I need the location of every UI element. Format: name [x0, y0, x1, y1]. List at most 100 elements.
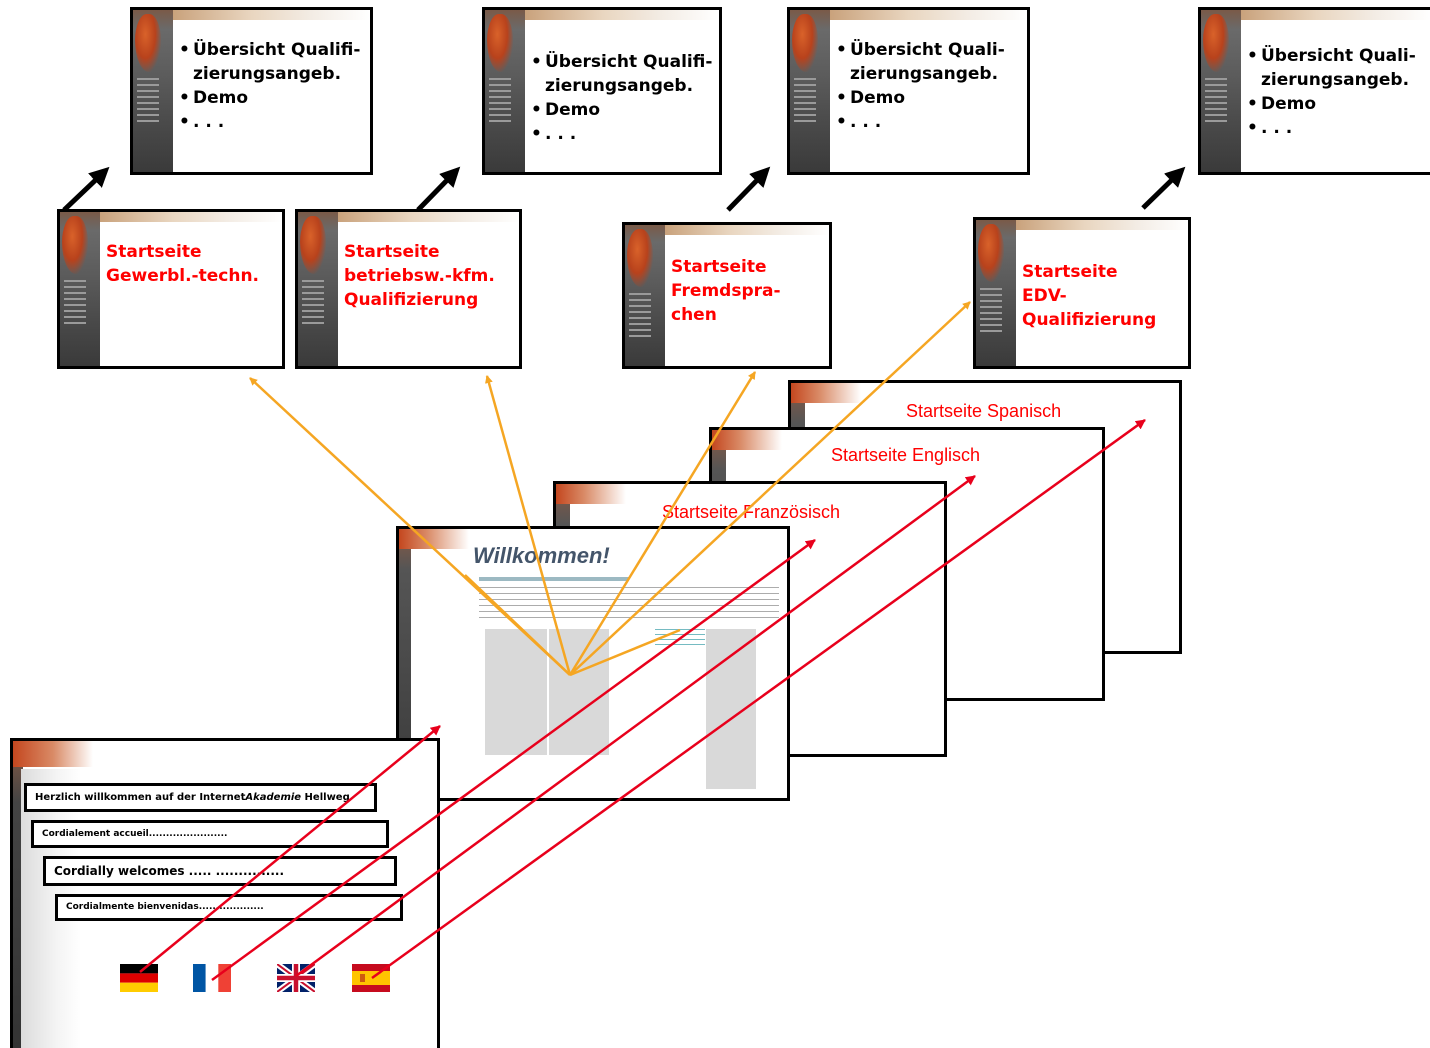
bullet-item: . . . — [531, 122, 712, 146]
overview-bullets: Übersicht Qualifi- zierungsangeb. Demo .… — [179, 38, 360, 134]
bullet-item: Übersicht Quali- — [1247, 44, 1416, 68]
overview-bullets: Übersicht Quali- zierungsangeb. Demo . .… — [836, 38, 1005, 134]
title-line: Startseite — [671, 257, 767, 277]
bullet-item: Demo — [1247, 92, 1416, 116]
side-strip — [60, 212, 100, 366]
overview-bullets: Übersicht Qualifi- zierungsangeb. Demo .… — [531, 50, 712, 146]
side-strip — [625, 225, 665, 366]
orange-arrow — [569, 628, 681, 677]
red-arrow — [211, 538, 816, 982]
title-line: Qualifizierung — [344, 290, 479, 310]
bullet-item: zierungsangeb. — [545, 76, 694, 96]
title-line: Startseite — [1022, 262, 1118, 282]
orange-arrow — [569, 301, 971, 676]
content-column-2 — [549, 629, 609, 755]
start-page-fremdsprachen: Startseite Fremdspra- chen — [622, 222, 832, 369]
overview-bullets: Übersicht Quali- zierungsangeb. Demo . .… — [1247, 44, 1416, 140]
top-bar — [338, 212, 519, 222]
spanish-page-label: Startseite Spanisch — [906, 401, 1062, 421]
french-page-label: Startseite Französisch — [662, 502, 841, 522]
start-page-edv: Startseite EDV- Qualifizierung — [973, 217, 1191, 369]
red-arrow — [295, 474, 976, 978]
bullet-item: zierungsangeb. — [1261, 70, 1410, 90]
bullet-item: . . . — [836, 110, 1005, 134]
welcome-text: Cordialement accueil....................… — [42, 829, 228, 839]
start-page-title: Startseite EDV- Qualifizierung — [1022, 260, 1156, 332]
header-flame — [712, 430, 782, 450]
content-column-1 — [485, 629, 547, 755]
start-page-title: Startseite betriebsw.-kfm. Qualifizierun… — [344, 240, 495, 312]
welcome-line-french[interactable]: Cordialement accueil....................… — [31, 820, 389, 848]
side-strip — [485, 10, 525, 172]
german-flag[interactable] — [120, 964, 158, 992]
title-line: EDV- — [1022, 286, 1067, 306]
welcome-line-english[interactable]: Cordially welcomes ..... ............... — [43, 856, 397, 886]
title-line: Startseite — [106, 242, 202, 262]
title-line: Fremdspra- — [671, 281, 781, 301]
welcome-text: Cordialmente bienvenidas................… — [66, 902, 264, 912]
bullet-item: Übersicht Qualifi- — [531, 50, 712, 74]
start-page-title: Startseite Fremdspra- chen — [671, 255, 781, 327]
bullet-item: Demo — [179, 86, 360, 110]
header-flame — [556, 484, 626, 504]
start-page-betriebsw: Startseite betriebsw.-kfm. Qualifizierun… — [295, 209, 522, 369]
welcome-intro-text — [479, 577, 629, 581]
welcome-text: Cordially welcomes ..... ............... — [54, 864, 285, 878]
header-flame — [13, 741, 93, 767]
orange-arrow — [568, 371, 757, 676]
side-strip — [298, 212, 338, 366]
overview-page-1: Übersicht Qualifi- zierungsangeb. Demo .… — [130, 7, 373, 175]
french-flag[interactable] — [193, 964, 231, 992]
title-line: Qualifizierung — [1022, 310, 1157, 330]
welcome-text-post: Hellweg — [301, 792, 350, 803]
welcome-line-german[interactable]: Herzlich willkommen auf der InternetAkad… — [24, 783, 377, 812]
bullet-item: Übersicht Quali- — [836, 38, 1005, 62]
title-line: betriebsw.-kfm. — [344, 266, 495, 286]
overview-page-2: Übersicht Qualifi- zierungsangeb. Demo .… — [482, 7, 722, 175]
side-strip — [1201, 10, 1241, 172]
welcome-title: Willkommen! — [473, 543, 610, 568]
top-bar — [665, 225, 829, 235]
bullet-item: zierungsangeb. — [193, 64, 342, 84]
welcome-body-text — [479, 587, 779, 623]
overview-page-4: Übersicht Quali- zierungsangeb. Demo . .… — [1198, 7, 1430, 175]
overview-page-3: Übersicht Quali- zierungsangeb. Demo . .… — [787, 7, 1030, 175]
english-page-label: Startseite Englisch — [831, 445, 981, 465]
top-bar — [525, 10, 719, 20]
red-arrow — [371, 418, 1146, 980]
welcome-text-pre: Herzlich willkommen auf der Internet — [35, 792, 246, 803]
black-arrow — [62, 166, 110, 212]
top-bar — [173, 10, 370, 20]
bullet-item: . . . — [1247, 116, 1416, 140]
orange-arrow — [464, 574, 571, 676]
side-strip — [13, 741, 23, 1048]
bullet-item: zierungsangeb. — [850, 64, 999, 84]
side-strip — [399, 529, 411, 798]
start-page-gewerbl: Startseite Gewerbl.-techn. — [57, 209, 285, 369]
side-strip — [976, 220, 1016, 366]
bullet-item: Übersicht Qualifi- — [179, 38, 360, 62]
top-bar — [100, 212, 282, 222]
bullet-item: Demo — [836, 86, 1005, 110]
top-bar — [1241, 10, 1430, 20]
spanish-flag[interactable] — [352, 964, 390, 992]
red-arrow — [139, 725, 441, 973]
side-strip — [790, 10, 830, 172]
welcome-text-em: Akademie — [245, 792, 302, 803]
welcome-page-german: Willkommen! — [396, 526, 790, 801]
orange-arrow — [485, 375, 572, 676]
black-arrow — [416, 166, 461, 212]
side-strip — [133, 10, 173, 172]
title-line: Startseite — [344, 242, 440, 262]
black-arrow — [726, 166, 771, 212]
top-bar — [1016, 220, 1188, 230]
title-line: chen — [671, 305, 717, 325]
top-bar — [830, 10, 1027, 20]
start-page-title: Startseite Gewerbl.-techn. — [106, 240, 259, 288]
bullet-item: . . . — [179, 110, 360, 134]
black-arrow — [1141, 166, 1186, 210]
header-flame — [791, 383, 861, 403]
uk-flag[interactable] — [277, 964, 315, 992]
title-line: Gewerbl.-techn. — [106, 266, 260, 286]
